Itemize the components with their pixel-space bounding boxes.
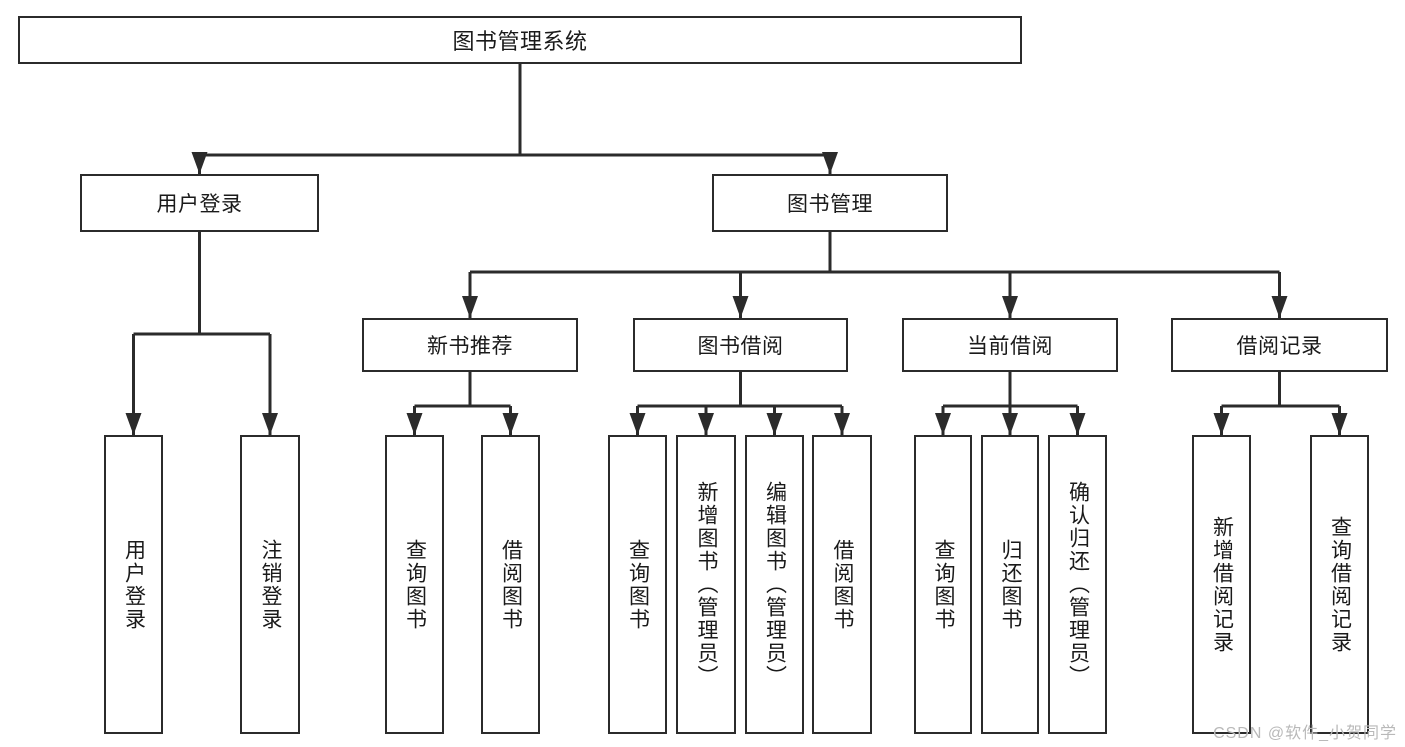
node-label: 归还图书 (999, 538, 1023, 631)
arrowhead (1069, 413, 1086, 435)
arrowhead (262, 413, 278, 435)
node-label: 查询借阅记录 (1328, 515, 1352, 654)
node-l-queryrec[interactable]: 查询借阅记录 (1310, 435, 1369, 734)
arrowhead (1002, 413, 1018, 435)
node-l-query1[interactable]: 查询图书 (385, 435, 444, 734)
node-root[interactable]: 图书管理系统 (18, 16, 1022, 64)
arrowhead (502, 413, 519, 435)
node-label: 借阅图书 (831, 538, 855, 631)
node-l-add[interactable]: 新增图书（管理员） (676, 435, 736, 734)
node-l-logout[interactable]: 注销登录 (240, 435, 300, 734)
node-l-login[interactable]: 用户登录 (104, 435, 163, 734)
arrowhead (1213, 413, 1230, 435)
arrowhead (1002, 296, 1018, 318)
node-label: 编辑图书（管理员） (763, 481, 787, 688)
arrowhead (766, 413, 783, 435)
node-label: 新增借阅记录 (1210, 515, 1234, 654)
node-label: 图书借阅 (697, 335, 784, 358)
arrowhead (1271, 296, 1288, 318)
node-label: 当前借阅 (967, 335, 1053, 358)
arrowhead (935, 413, 951, 435)
node-current[interactable]: 当前借阅 (902, 318, 1118, 372)
node-label: 用户登录 (122, 538, 146, 631)
node-records[interactable]: 借阅记录 (1171, 318, 1388, 372)
node-label: 借阅记录 (1236, 335, 1323, 358)
node-newbook[interactable]: 新书推荐 (362, 318, 578, 372)
node-label: 查询图书 (626, 538, 650, 631)
node-l-borrow2[interactable]: 借阅图书 (812, 435, 872, 734)
arrowhead (732, 296, 749, 318)
node-label: 查询图书 (932, 538, 956, 631)
node-label: 用户登录 (156, 193, 243, 216)
node-bookmgmt[interactable]: 图书管理 (712, 174, 948, 232)
node-l-addrec[interactable]: 新增借阅记录 (1192, 435, 1251, 734)
node-l-edit[interactable]: 编辑图书（管理员） (745, 435, 804, 734)
node-label: 查询图书 (403, 538, 427, 631)
node-login[interactable]: 用户登录 (80, 174, 319, 232)
arrowhead (1331, 413, 1348, 435)
arrowhead (629, 413, 646, 435)
node-borrow[interactable]: 图书借阅 (633, 318, 848, 372)
node-label: 图书管理 (787, 193, 873, 216)
node-label: 注销登录 (259, 538, 283, 631)
arrowhead (125, 413, 142, 435)
arrowhead (191, 152, 208, 174)
node-label: 新书推荐 (427, 335, 513, 358)
watermark-label: CSDN @软件_小贺同学 (1213, 725, 1397, 742)
arrowhead (406, 413, 423, 435)
node-label: 新增图书（管理员） (695, 481, 719, 688)
arrowhead (462, 296, 478, 318)
node-label: 确认归还（管理员） (1066, 481, 1090, 688)
node-l-return[interactable]: 归还图书 (981, 435, 1039, 734)
node-label: 图书管理系统 (452, 29, 588, 54)
arrowhead (698, 413, 714, 435)
node-label: 借阅图书 (499, 538, 523, 631)
arrowhead (834, 413, 850, 435)
node-l-borrow1[interactable]: 借阅图书 (481, 435, 540, 734)
node-l-query3[interactable]: 查询图书 (914, 435, 972, 734)
arrowhead (822, 152, 838, 174)
node-l-query2[interactable]: 查询图书 (608, 435, 667, 734)
node-l-confirm[interactable]: 确认归还（管理员） (1048, 435, 1107, 734)
